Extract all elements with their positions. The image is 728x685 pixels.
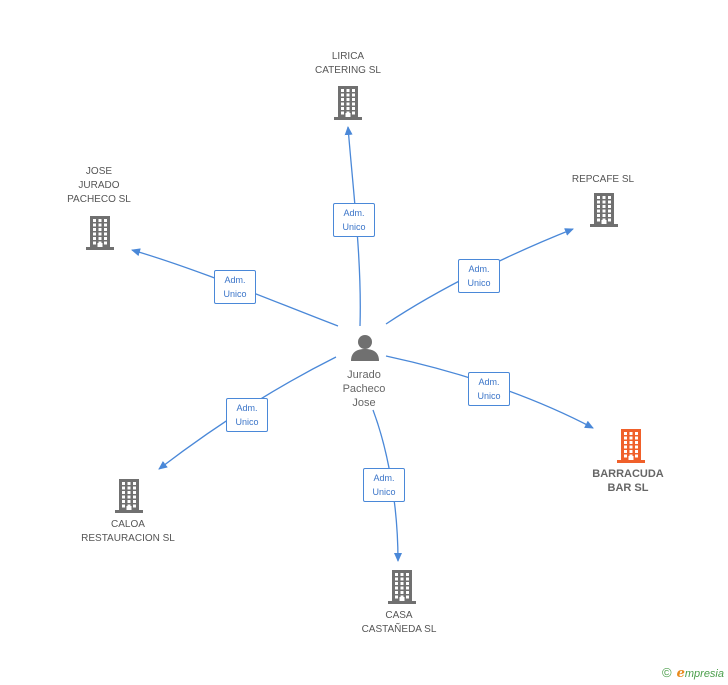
building-icon[interactable] [617, 429, 645, 463]
edge-label-barracuda[interactable]: Adm. Unico [468, 372, 510, 406]
brand-logo-text: mpresia [684, 668, 724, 680]
node-label[interactable]: BARRACUDA BAR SL [592, 468, 664, 494]
footer-brand: © empresia [662, 665, 724, 681]
node-label[interactable]: CALOA RESTAURACION SL [81, 519, 175, 544]
copyright-symbol: © [661, 665, 672, 680]
edge-label-caloa[interactable]: Adm. Unico [226, 398, 268, 432]
edge-label-jose-jurado[interactable]: Adm. Unico [214, 270, 256, 304]
node-label[interactable]: LIRICA CATERING SL [315, 51, 381, 76]
edge-label-lirica[interactable]: Adm. Unico [333, 203, 375, 237]
building-icon[interactable] [590, 193, 618, 227]
node-label[interactable]: JOSE JURADO PACHECO SL [67, 166, 131, 205]
edge-label-casa[interactable]: Adm. Unico [363, 468, 405, 502]
building-icon[interactable] [86, 216, 114, 250]
node-label[interactable]: REPCAFE SL [571, 174, 635, 185]
building-icon[interactable] [388, 570, 416, 604]
person-label[interactable]: Jurado Pacheco Jose [342, 369, 386, 409]
node-label[interactable]: CASA CASTAÑEDA SL [361, 610, 437, 635]
building-icon[interactable] [115, 479, 143, 513]
building-icon[interactable] [334, 86, 362, 120]
edge-label-repcafe[interactable]: Adm. Unico [458, 259, 500, 293]
brand-logo-initial: e [676, 666, 685, 681]
person-icon[interactable] [350, 333, 380, 361]
